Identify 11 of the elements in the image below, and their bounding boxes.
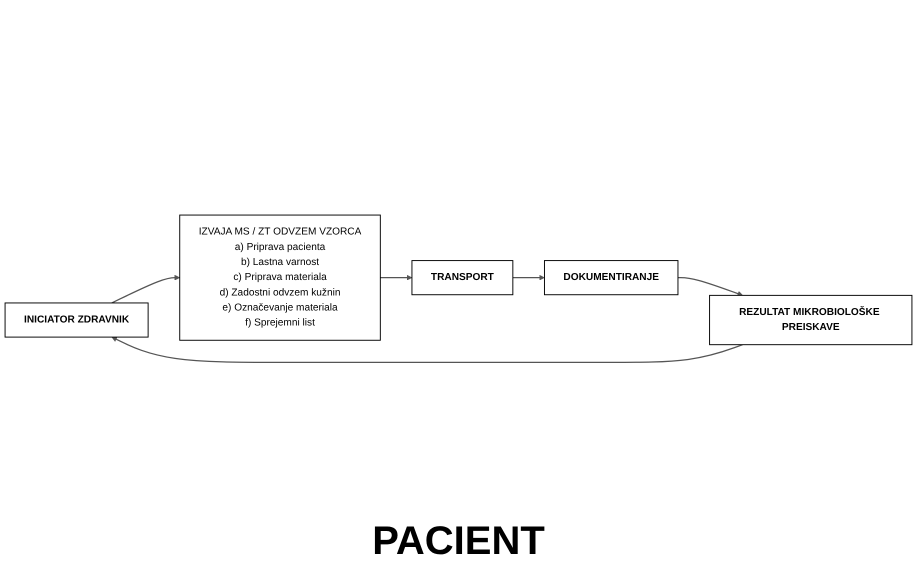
arrow: [678, 277, 743, 297]
node-box: TRANSPORT: [411, 260, 514, 296]
arrow: [112, 337, 743, 364]
node-box: REZULTAT MIKROBIOLOŠKE PREISKAVE: [709, 295, 912, 346]
center-label: PACIENT: [372, 519, 545, 563]
arrow: [380, 275, 412, 281]
node-box: IZVAJA MS / ZT ODVZEM VZORCA a) Priprava pacienta b) Lastna varnost c) Priprava materiala d) Zadostni odvzem kužnin e) Označevanje materiala f) Sprejemni list: [179, 214, 381, 341]
node-box: DOKUMENTIRANJE: [544, 260, 678, 296]
node-box: INICIATOR ZDRAVNIK: [4, 302, 149, 338]
arrow: [112, 275, 180, 304]
arrow: [512, 275, 545, 281]
